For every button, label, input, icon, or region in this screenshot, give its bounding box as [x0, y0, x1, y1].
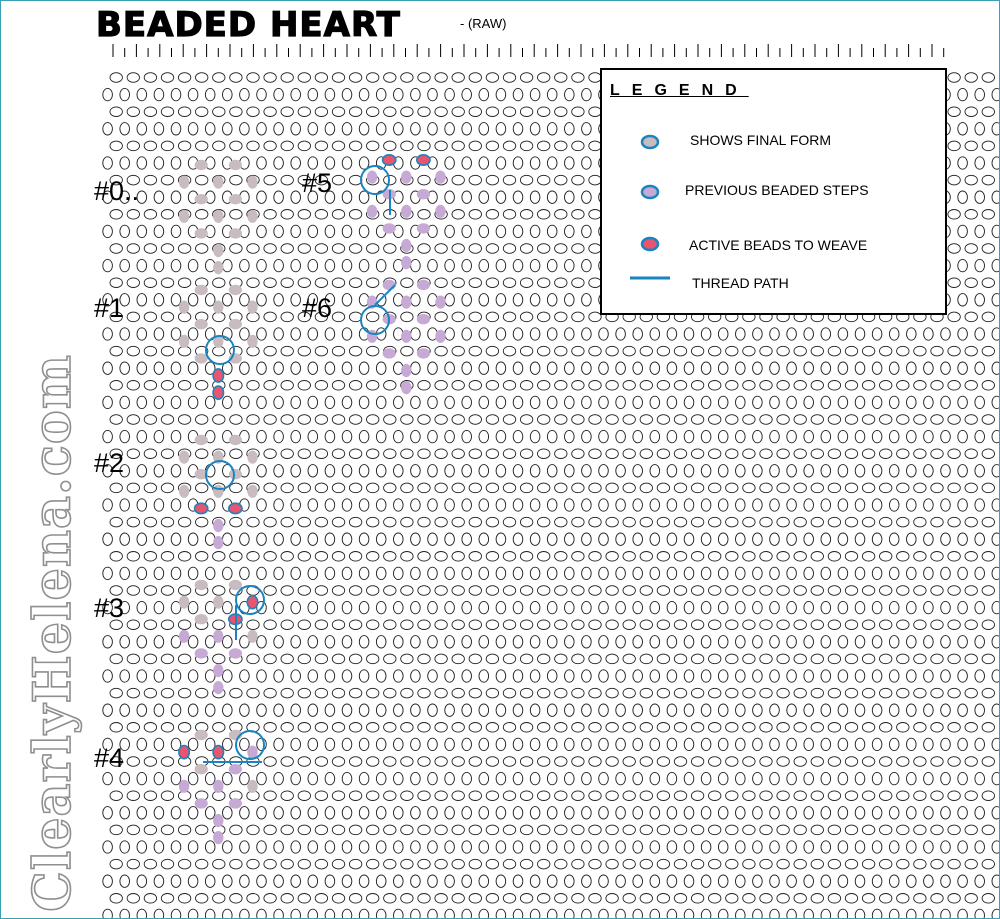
- step-label-1: #1: [94, 293, 125, 323]
- legend-box: LEGEND SHOWS FINAL FORM PREVIOUS BEADED …: [600, 68, 947, 315]
- active-beads-bead-icon: [640, 236, 660, 252]
- step-label-0: #0..: [94, 176, 140, 206]
- diagram-title: BEADED HEART: [95, 4, 401, 45]
- step-label-5: #5: [302, 168, 333, 198]
- step-label-2: #2: [94, 448, 125, 478]
- step-label-4: #4: [94, 743, 125, 773]
- diagram-subtitle: - (RAW): [460, 16, 507, 31]
- final-form-bead-icon: [640, 134, 660, 150]
- legend-label-active-beads: ACTIVE BEADS TO WEAVE: [689, 237, 868, 253]
- legend-heading: LEGEND: [610, 82, 749, 99]
- legend-label-thread-path: THREAD PATH: [692, 275, 789, 291]
- thread-path-line-icon: [630, 276, 670, 280]
- previous-steps-bead-icon: [640, 184, 660, 200]
- step-label-6: #6: [302, 293, 333, 323]
- watermark-text: ClearlyHelena.com: [22, 353, 84, 912]
- legend-label-previous-steps: PREVIOUS BEADED STEPS: [685, 182, 869, 198]
- legend-label-final-form: SHOWS FINAL FORM: [690, 132, 832, 148]
- step-label-3: #3: [94, 593, 125, 623]
